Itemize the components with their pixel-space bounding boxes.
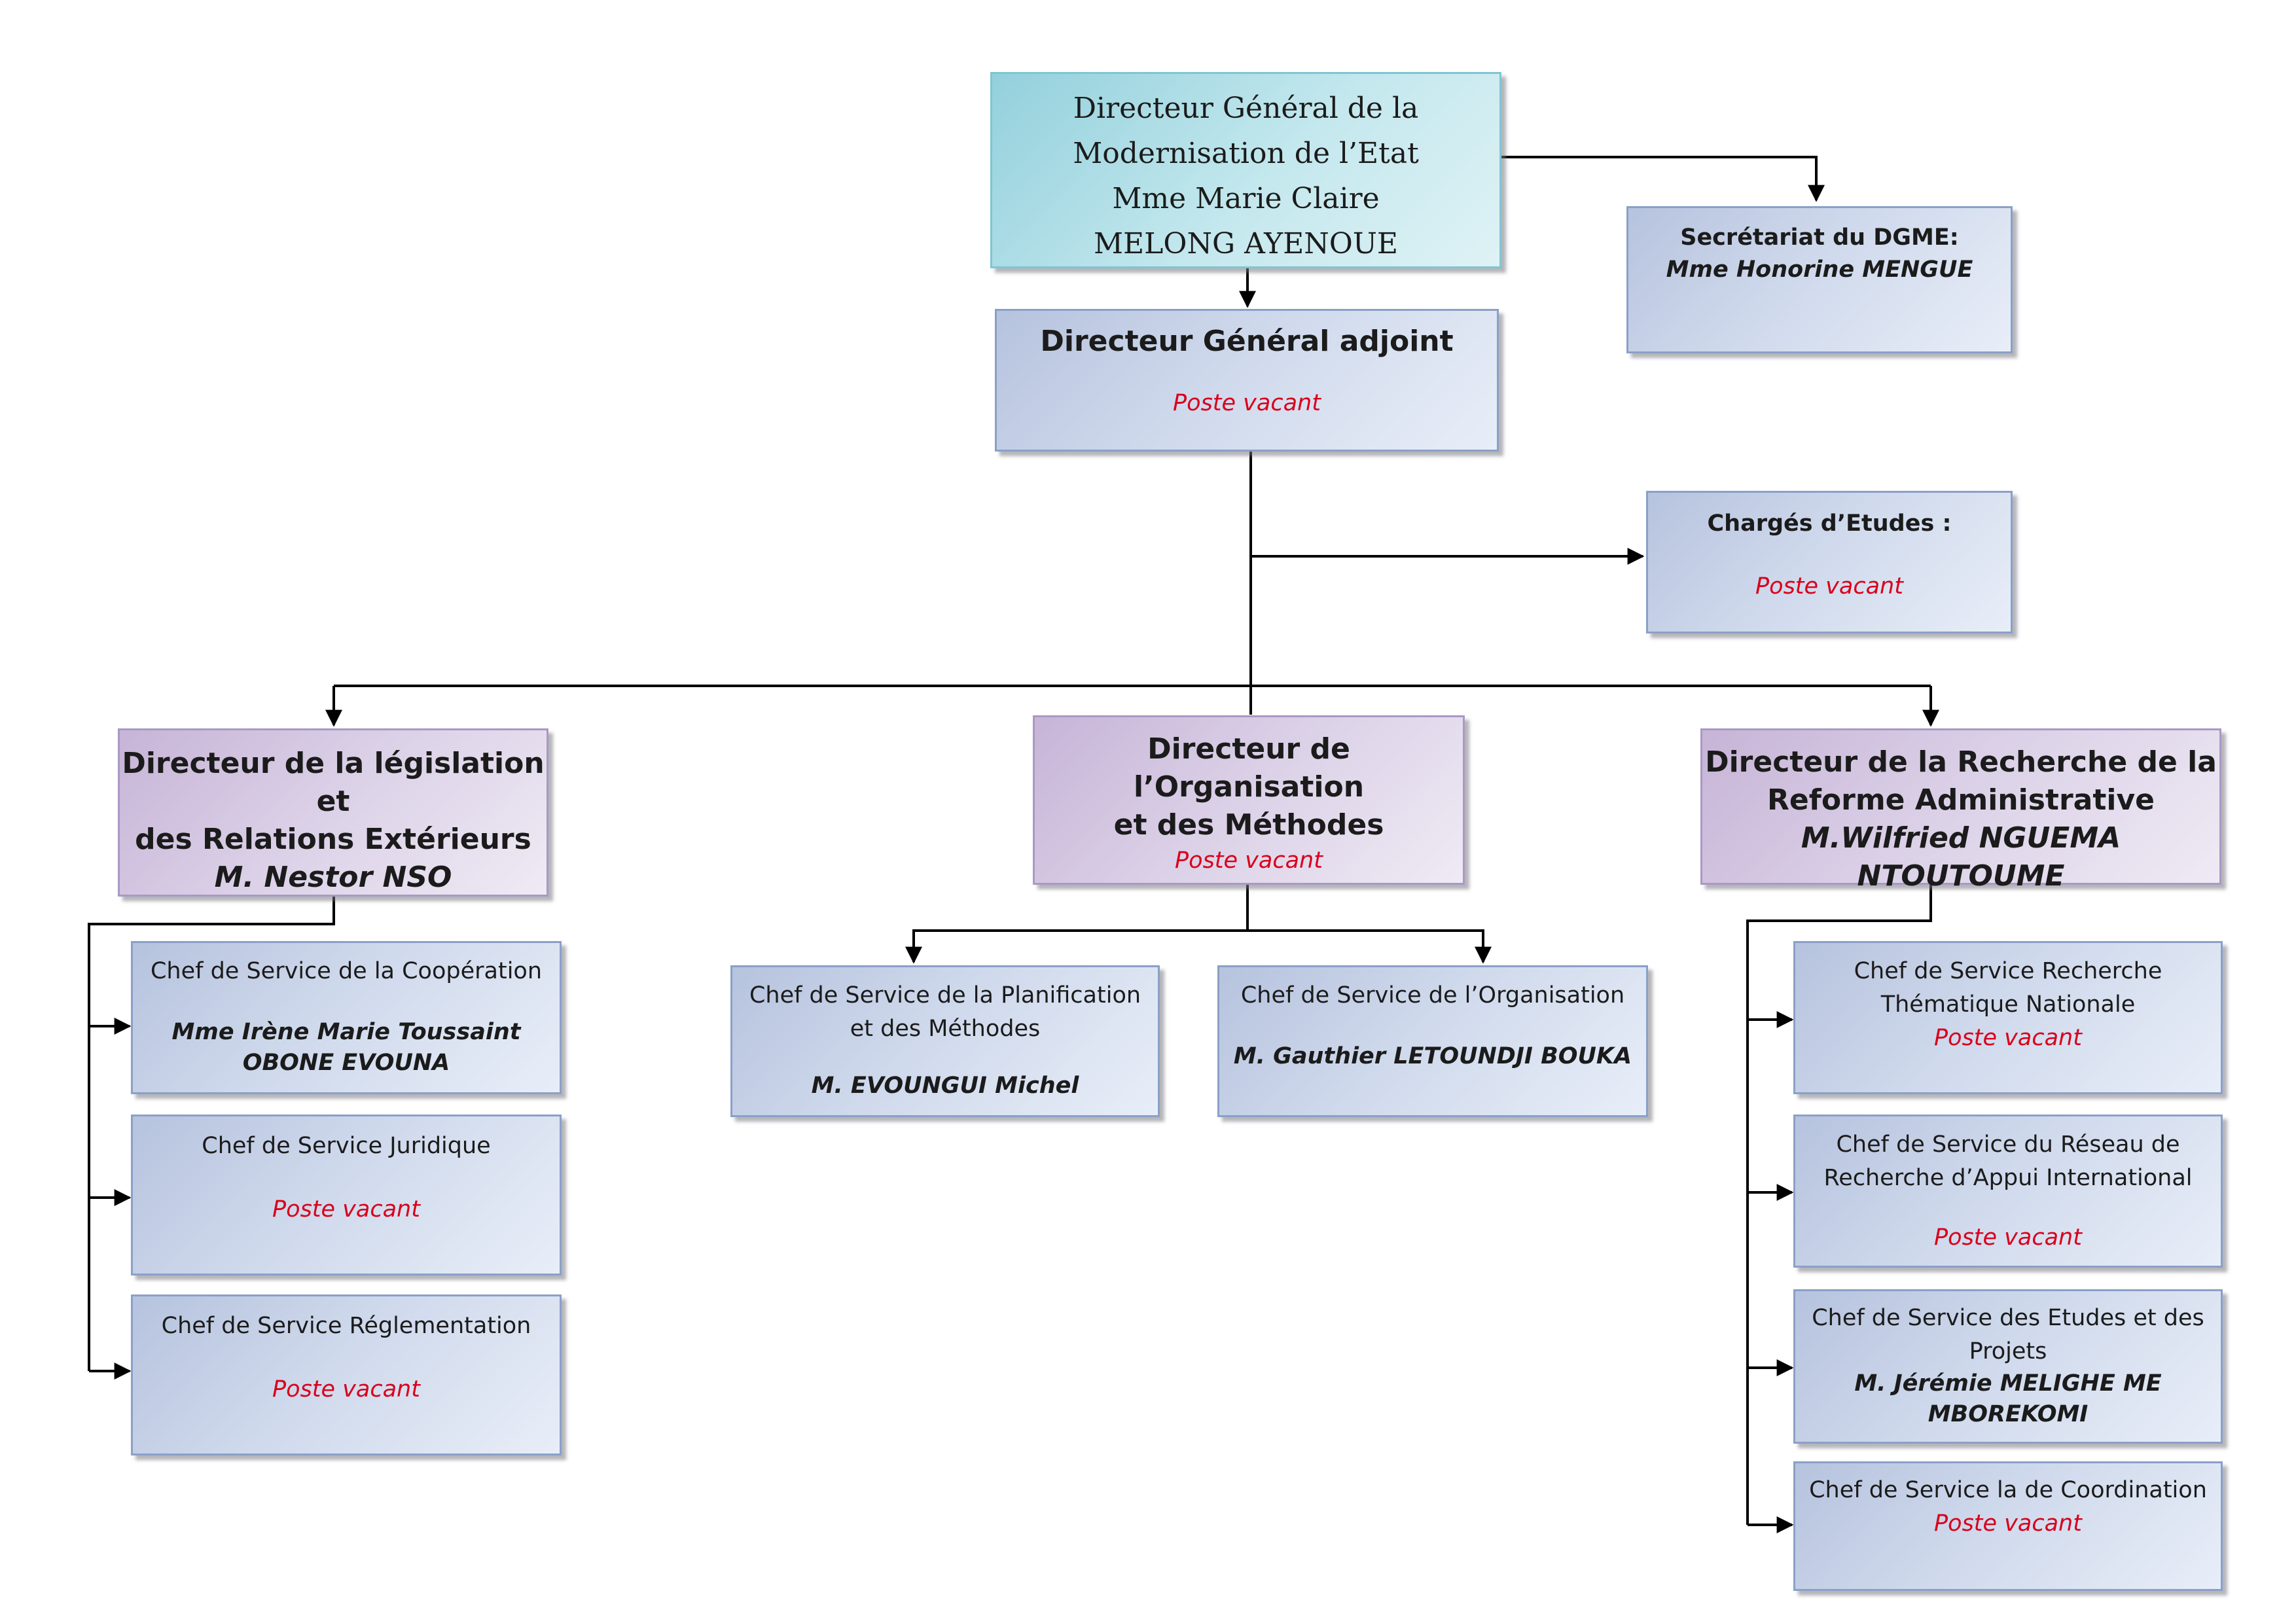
research-officers-status: Poste vacant <box>1755 573 1903 599</box>
cooperation-service-name-line2: OBONE EVOUNA <box>242 1050 450 1076</box>
thematic-research-service-status: Poste vacant <box>1934 1025 2082 1051</box>
legal-service-title: Chef de Service Juridique <box>202 1133 491 1159</box>
legislation-director-box: Directeur de la législation et des Relat… <box>118 728 548 897</box>
director-general-name-line2: MELONG AYENOUE <box>1093 227 1399 260</box>
connector-legislation-trunk <box>88 897 335 1371</box>
organisation-service-box: Chef de Service de l’Organisation M. Gau… <box>1217 965 1648 1117</box>
organisation-director-title-line1: Directeur de l’Organisation <box>1133 732 1365 804</box>
coordination-service-title: Chef de Service la de Coordination <box>1809 1477 2207 1503</box>
organisation-director-title-line2: et des Méthodes <box>1113 808 1384 842</box>
studies-projects-service-box: Chef de Service des Etudes et des Projet… <box>1793 1289 2223 1444</box>
organisation-service-title: Chef de Service de l’Organisation <box>1240 982 1625 1008</box>
research-director-title-line1: Directeur de la Recherche de la <box>1705 745 2217 779</box>
organisation-director-status: Poste vacant <box>1175 847 1323 874</box>
planning-service-name: M. EVOUNGUI Michel <box>811 1073 1079 1099</box>
studies-projects-service-title-line2: Projets <box>1969 1338 2047 1364</box>
studies-projects-service-title-line1: Chef de Service des Etudes et des <box>1812 1305 2204 1331</box>
research-network-service-title-line2: Recherche d’Appui International <box>1823 1165 2193 1191</box>
organisation-director-box: Directeur de l’Organisation et des Métho… <box>1033 715 1465 885</box>
legal-service-status: Poste vacant <box>272 1196 420 1222</box>
legislation-director-title-line2: des Relations Extérieurs <box>135 823 531 856</box>
secretariat-name: Mme Honorine MENGUE <box>1666 257 1973 283</box>
director-general-name-line1: Mme Marie Claire <box>1112 182 1380 215</box>
coordination-service-status: Poste vacant <box>1934 1510 2082 1537</box>
coordination-service-box: Chef de Service la de Coordination Poste… <box>1793 1461 2223 1591</box>
deputy-director-status: Poste vacant <box>1173 390 1321 416</box>
legal-service-box: Chef de Service Juridique Poste vacant <box>131 1115 562 1275</box>
legislation-director-name: M. Nestor NSO <box>214 861 452 894</box>
planning-service-title-line2: et des Méthodes <box>850 1016 1041 1042</box>
connector-top-secretariat <box>1500 156 1825 202</box>
connector-org-s2 <box>1247 929 1492 964</box>
connector-recherche-trunk <box>1746 885 1932 1525</box>
research-network-service-status: Poste vacant <box>1934 1224 2082 1251</box>
thematic-research-service-title-line2: Thématique Nationale <box>1880 991 2136 1018</box>
director-general-title-line2: Modernisation de l’Etat <box>1073 137 1419 170</box>
deputy-director-box: Directeur Général adjoint Poste vacant <box>995 309 1499 452</box>
research-network-service-box: Chef de Service du Réseau de Recherche d… <box>1793 1115 2223 1268</box>
secretariat-box: Secrétariat du DGME: Mme Honorine MENGUE <box>1626 206 2013 353</box>
regulation-service-status: Poste vacant <box>272 1376 420 1402</box>
organisation-service-name: M. Gauthier LETOUNDJI BOUKA <box>1233 1043 1632 1069</box>
planning-service-box: Chef de Service de la Planification et d… <box>730 965 1160 1117</box>
studies-projects-service-name-line1: M. Jérémie MELIGHE ME <box>1854 1370 2162 1397</box>
research-director-title-line2: Reforme Administrative <box>1767 783 2155 817</box>
secretariat-title: Secrétariat du DGME: <box>1680 224 1959 251</box>
research-director-box: Directeur de la Recherche de la Reforme … <box>1700 728 2221 893</box>
planning-service-title-line1: Chef de Service de la Planification <box>749 982 1141 1008</box>
studies-projects-service-name-line2: MBOREKOMI <box>1928 1401 2089 1427</box>
regulation-service-box: Chef de Service Réglementation Poste vac… <box>131 1294 562 1455</box>
regulation-service-title: Chef de Service Réglementation <box>161 1313 531 1339</box>
director-general-box: Directeur Général de la Modernisation de… <box>990 72 1501 268</box>
deputy-director-title: Directeur Général adjoint <box>1040 325 1454 358</box>
cooperation-service-box: Chef de Service de la Coopération Mme Ir… <box>131 941 562 1094</box>
thematic-research-service-title-line1: Chef de Service Recherche <box>1854 958 2162 984</box>
director-general-title-line1: Directeur Général de la <box>1073 92 1419 125</box>
connector-organisation-trunk <box>905 885 1249 964</box>
cooperation-service-name-line1: Mme Irène Marie Toussaint <box>171 1019 521 1045</box>
research-officers-box: Chargés d’Etudes : Poste vacant <box>1646 491 2013 633</box>
cooperation-service-title: Chef de Service de la Coopération <box>150 958 543 984</box>
legislation-director-title-line1: Directeur de la législation et <box>122 747 545 818</box>
research-director-name: M.Wilfried NGUEMA NTOUTOUME <box>1801 821 2121 893</box>
research-network-service-title-line1: Chef de Service du Réseau de <box>1836 1132 2180 1158</box>
thematic-research-service-box: Chef de Service Recherche Thématique Nat… <box>1793 941 2223 1094</box>
research-officers-title: Chargés d’Etudes : <box>1707 510 1952 537</box>
